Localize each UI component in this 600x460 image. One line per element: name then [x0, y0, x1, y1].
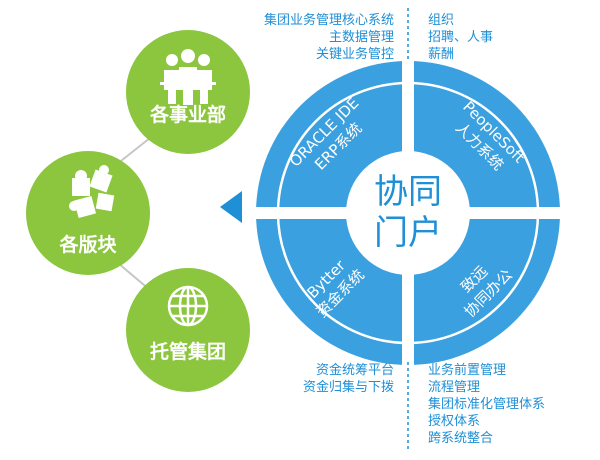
annotation-item: 资金归集与下拨	[302, 380, 394, 395]
annotation-bottom-right: 业务前置管理 流程管理 集团标准化管理体系 授权体系 跨系统整合	[428, 362, 545, 447]
node-label-departments: 各事业部	[149, 103, 226, 126]
node-label-hosted-group: 托管集团	[150, 340, 226, 363]
node-circle-hosted-group	[126, 268, 250, 392]
annotation-item: 主数据管理	[328, 30, 394, 45]
annotation-top-left: 集团业务管理核心系统 主数据管理 关键业务管控	[264, 12, 394, 63]
annotation-item: 集团业务管理核心系统	[263, 13, 394, 28]
portal-ring	[250, 55, 566, 371]
people-icon	[160, 49, 216, 105]
annotation-item: 组织	[428, 13, 455, 28]
annotation-item: 薪酬	[428, 47, 455, 62]
annotation-item: 招聘、人事	[428, 30, 494, 45]
annotation-item: 流程管理	[428, 380, 481, 395]
annotation-item: 关键业务管控	[315, 47, 394, 62]
annotation-item: 授权体系	[428, 414, 481, 429]
annotation-item: 跨系统整合	[428, 431, 494, 446]
center-title-line2: 门户	[374, 213, 442, 253]
annotation-item: 业务前置管理	[428, 363, 507, 378]
annotation-top-right: 组织 招聘、人事 薪酬	[428, 12, 493, 63]
pointer-triangle	[220, 191, 242, 223]
annotation-bottom-left: 资金统筹平台 资金归集与下拨	[303, 362, 394, 396]
center-title-line1: 协同	[374, 172, 442, 212]
globe-icon	[167, 285, 209, 327]
node-label-sectors: 各版块	[58, 233, 117, 256]
annotation-item: 集团标准化管理体系	[428, 397, 546, 412]
annotation-item: 资金统筹平台	[315, 363, 394, 378]
puzzle-icon	[69, 165, 115, 219]
